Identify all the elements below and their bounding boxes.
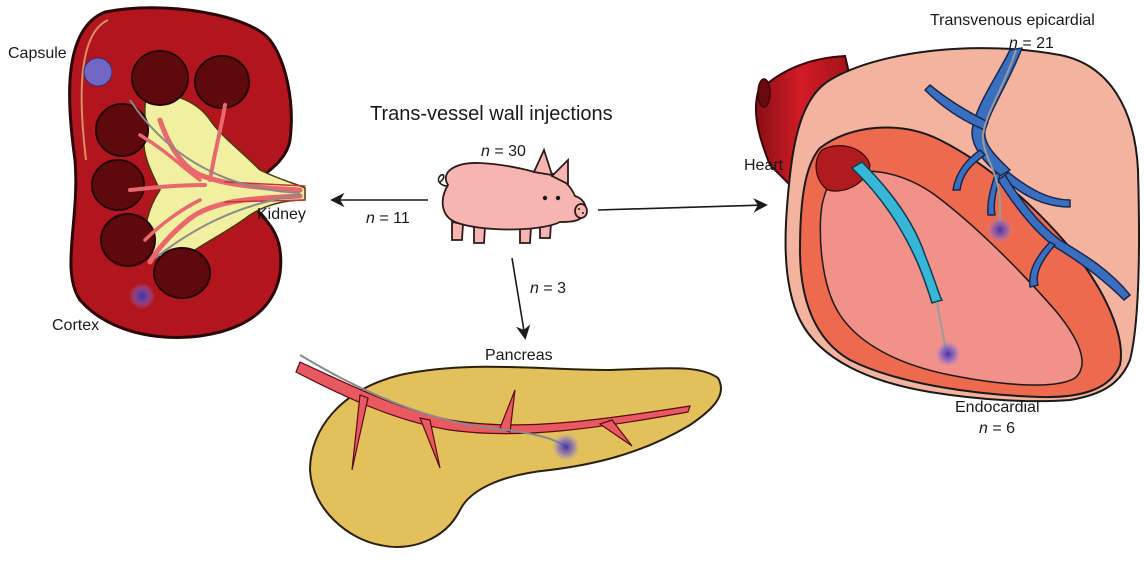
title: Trans-vessel wall injections (370, 103, 613, 125)
arrow-to-heart (598, 205, 765, 210)
heart-illustration: Heart Transvenous epicardial n = 21 Endo… (744, 12, 1139, 437)
epicardial-injection (987, 217, 1013, 243)
endocardial-count: n = 6 (979, 420, 1015, 437)
epicardial-label: Transvenous epicardial (930, 12, 1095, 29)
pancreas-label: Pancreas (485, 347, 553, 364)
kidney-count: n = 11 (366, 210, 410, 227)
endocardial-label: Endocardial (955, 399, 1040, 416)
heart-label: Heart (744, 157, 784, 174)
capsule-label: Capsule (8, 45, 67, 62)
kidney-illustration: Capsule Cortex Kidney (8, 8, 306, 338)
pancreas-injection (552, 433, 580, 461)
arrow-to-pancreas (512, 258, 525, 337)
cortex-injection (129, 283, 155, 309)
total-count: n = 30 (481, 143, 526, 160)
endocardial-injection (935, 341, 961, 367)
pancreas-count: n = 3 (530, 280, 566, 297)
kidney-label: Kidney (257, 206, 306, 223)
capsule-injection (84, 58, 112, 86)
pancreas-illustration: Pancreas (296, 347, 721, 547)
cortex-label: Cortex (52, 317, 99, 334)
epicardial-count: n = 21 (1009, 35, 1054, 52)
